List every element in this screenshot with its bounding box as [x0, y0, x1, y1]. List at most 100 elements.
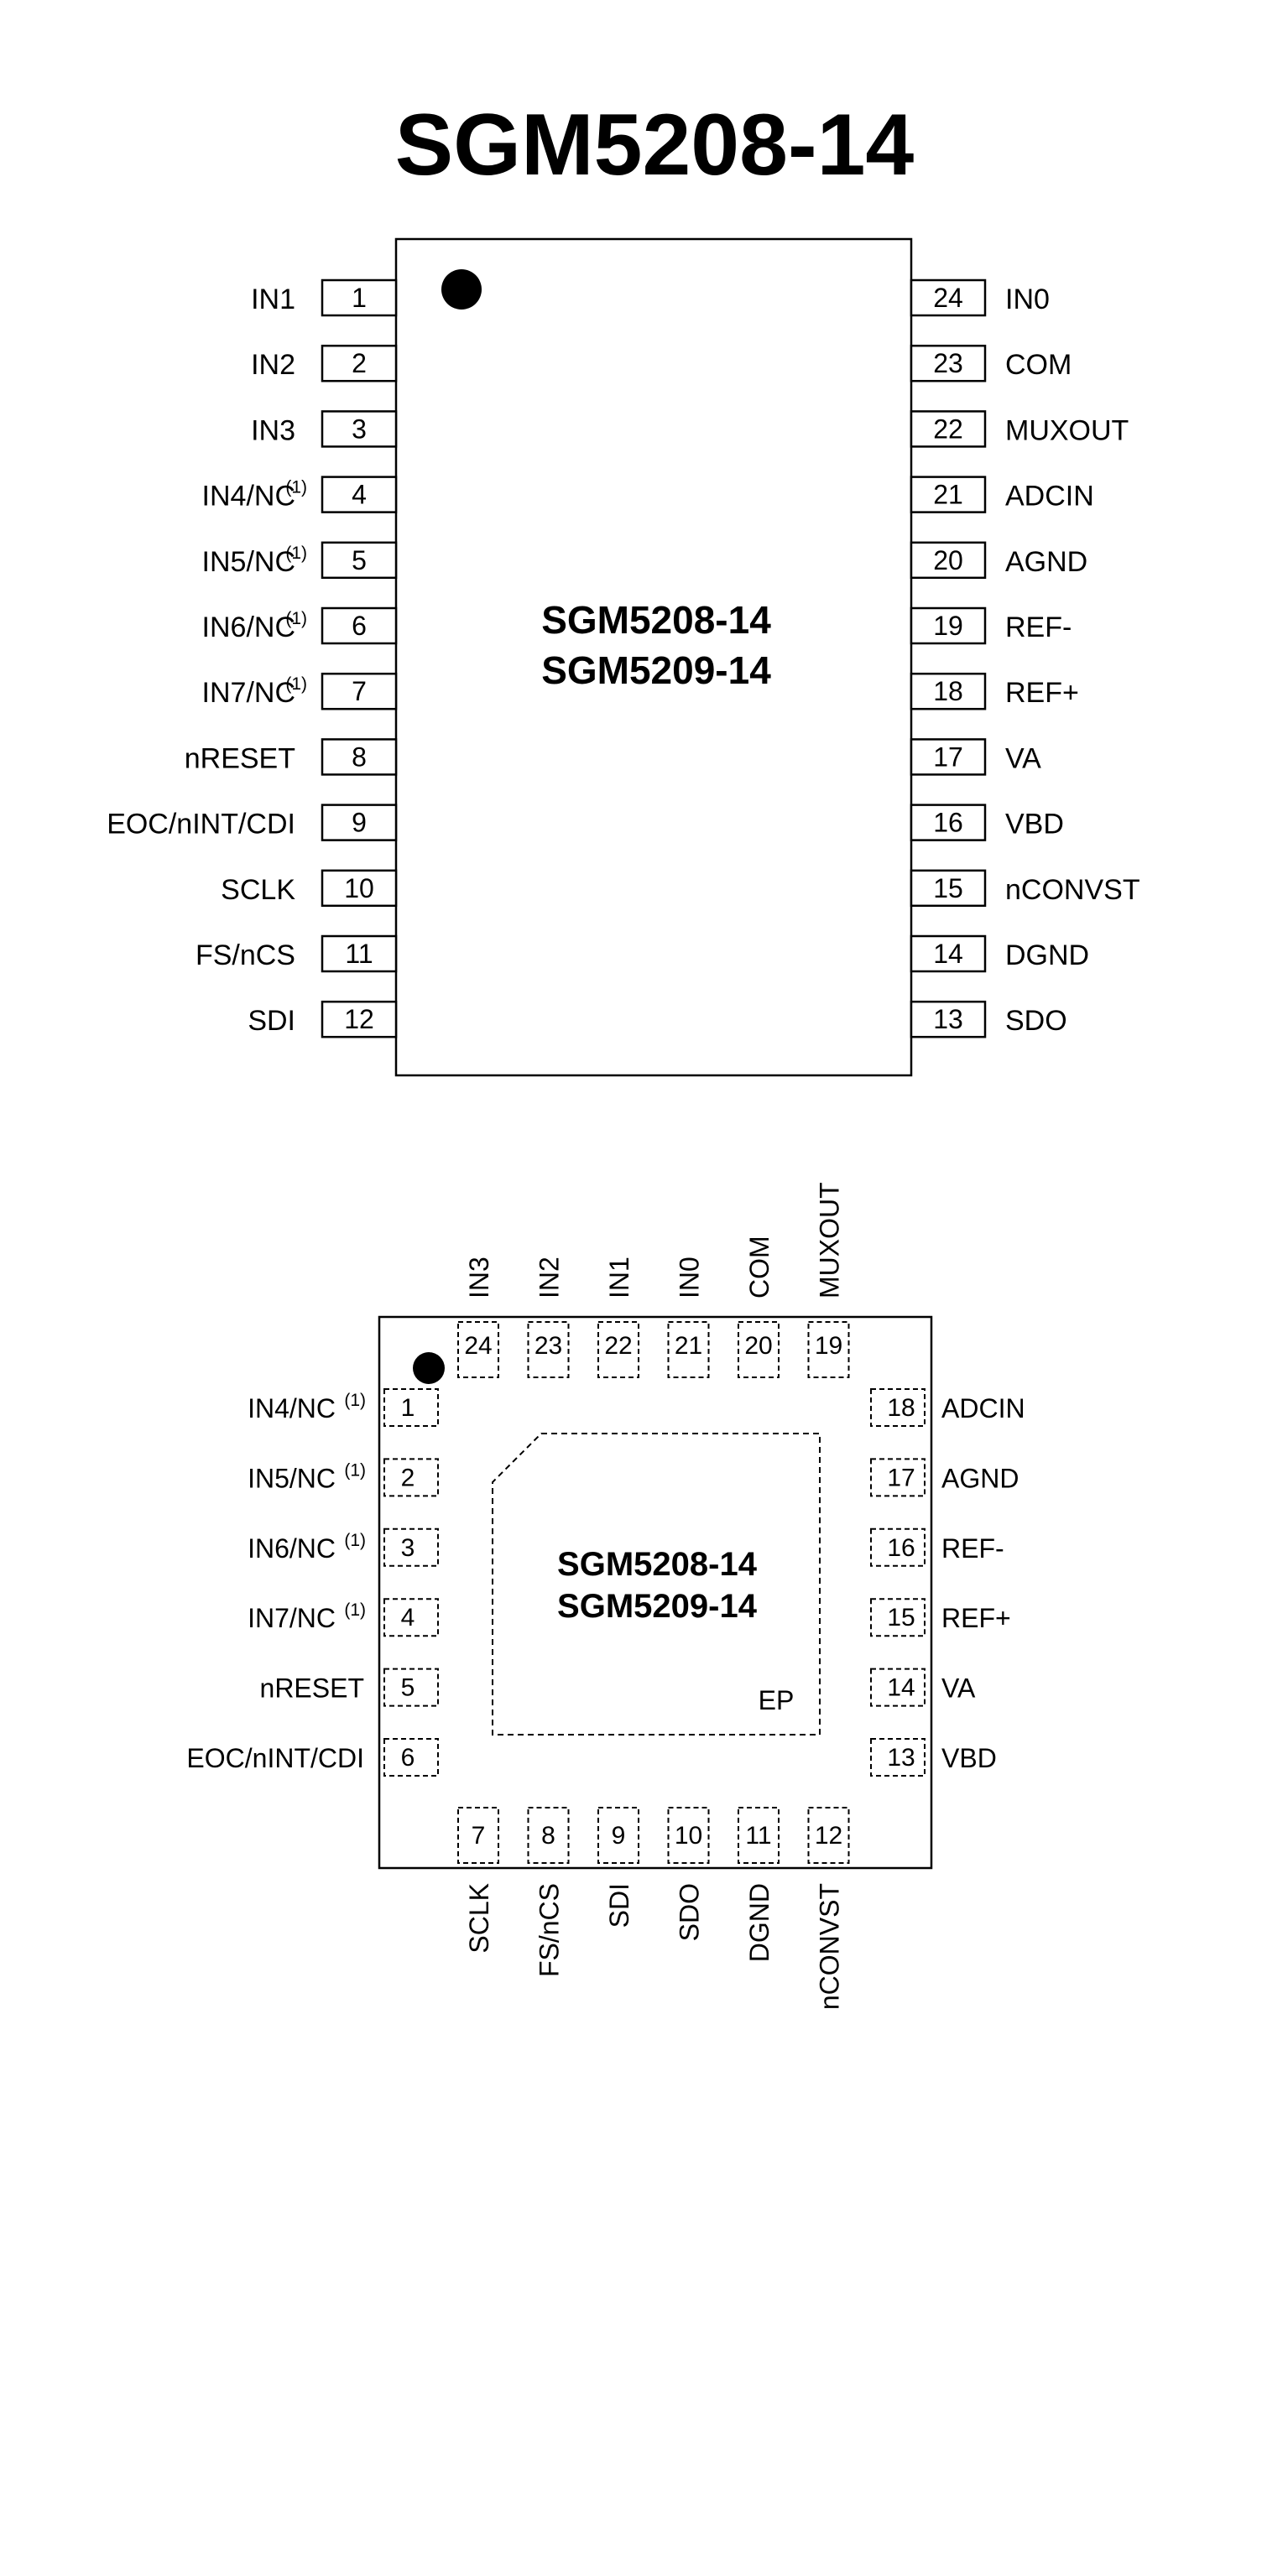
pin-label: REF- — [1005, 611, 1072, 643]
pin-number: 12 — [815, 1822, 842, 1850]
tssop-part-line2: SGM5209-14 — [541, 648, 771, 692]
tssop-left-pins: 1IN12IN23IN34IN4/NC(1)5IN5/NC(1)6IN6/NC(… — [107, 278, 398, 1038]
pin-12-sdi: 12 SDI — [248, 1000, 398, 1038]
pin-label: nRESET — [185, 742, 295, 774]
pin-number: 21 — [933, 480, 963, 510]
pin-number: 14 — [933, 939, 963, 969]
pin-pad — [383, 1388, 439, 1427]
pin-number: 7 — [352, 676, 367, 706]
pin-box — [321, 476, 398, 513]
pin-8-nreset: 8 nRESET — [185, 738, 398, 776]
pin-box — [910, 934, 987, 973]
pin-pad — [383, 1738, 439, 1777]
pin-box — [321, 804, 398, 841]
qfn-pin-24-in3: 24 IN3 — [457, 1257, 499, 1378]
pin-box — [321, 278, 398, 317]
pin-number: 10 — [675, 1822, 702, 1850]
pin-label: IN7/NC — [248, 1603, 336, 1633]
pin-number: 17 — [887, 1464, 915, 1491]
pin-label: FS/nCS — [534, 1883, 565, 1977]
qfn-pin-12-nconvst: 12 nCONVST — [807, 1807, 850, 2010]
pin-number: 9 — [612, 1822, 626, 1850]
pin-label: IN0 — [1005, 284, 1050, 315]
pin1-marker — [441, 269, 482, 310]
pin-number: 10 — [344, 873, 374, 903]
pin-pad — [383, 1598, 439, 1637]
pin-pad — [527, 1321, 570, 1378]
pin-pad — [667, 1321, 710, 1378]
pin-label: VA — [1005, 742, 1041, 774]
pin-16-vbd: 16 VBD — [910, 804, 1064, 841]
tssop-part-line1: SGM5208-14 — [541, 598, 771, 642]
pin-box — [910, 541, 987, 580]
pin-label: nCONVST — [815, 1883, 845, 2010]
tssop-body — [394, 237, 913, 1077]
pin-label: IN7/NC — [202, 677, 295, 709]
pin-label: IN4/NC — [202, 481, 295, 513]
pin-pad — [807, 1807, 850, 1864]
pin-box — [321, 672, 398, 710]
exposed-pad-label: EP — [759, 1685, 795, 1715]
pin-box — [321, 410, 398, 448]
pin-number: 8 — [352, 742, 367, 772]
pin-pad — [870, 1458, 926, 1497]
pin-box — [910, 672, 987, 710]
pin-number: 21 — [675, 1332, 702, 1360]
pin-note: (1) — [285, 544, 307, 563]
pin-number: 4 — [401, 1604, 415, 1631]
pin-label: SDI — [604, 1883, 634, 1928]
pin-label: IN3 — [464, 1257, 494, 1298]
pin-box — [910, 344, 987, 382]
pin-pad — [738, 1321, 780, 1378]
pin-pad — [383, 1668, 439, 1707]
pin-number: 16 — [887, 1534, 915, 1562]
pin-note: (1) — [344, 1531, 366, 1550]
pin-pad — [383, 1527, 439, 1567]
pin-box — [321, 541, 398, 580]
exposed-pad-outline — [492, 1433, 821, 1736]
pin-number: 24 — [464, 1332, 492, 1360]
pin-number: 11 — [745, 1822, 771, 1850]
pin-label: IN6/NC — [202, 611, 295, 643]
pin-label: IN6/NC — [248, 1533, 336, 1564]
pin-pad — [738, 1807, 780, 1864]
pin-number: 20 — [933, 545, 963, 575]
pin-number: 12 — [344, 1004, 374, 1034]
pin-number: 13 — [933, 1004, 963, 1034]
pin-number: 13 — [887, 1744, 915, 1772]
pin-number: 3 — [401, 1534, 415, 1562]
pin-label: REF+ — [941, 1603, 1011, 1633]
pin-label: VBD — [1005, 809, 1064, 840]
pin-number: 3 — [352, 414, 367, 444]
pin-box — [910, 738, 987, 776]
pin-pad — [667, 1807, 710, 1864]
pin-label: IN1 — [251, 284, 295, 315]
pin-number: 16 — [933, 808, 963, 838]
pin-label: SDI — [248, 1005, 295, 1037]
pin-pad — [870, 1598, 926, 1637]
pin-box — [321, 1000, 398, 1038]
pin-box — [321, 869, 398, 908]
pin-pad — [383, 1458, 439, 1497]
